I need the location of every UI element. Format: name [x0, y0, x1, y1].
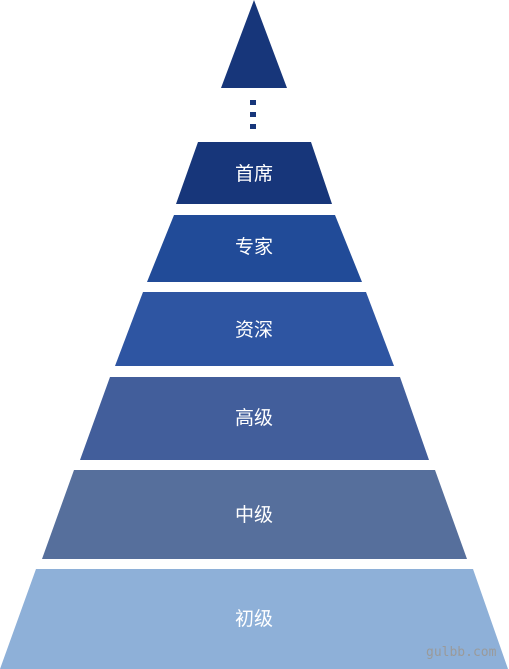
- tier-band-senior-staff: [115, 292, 394, 366]
- tier-label-expert: 专家: [235, 236, 273, 258]
- tier-band-junior: [0, 569, 508, 669]
- tier-label-chief: 首席: [235, 163, 273, 185]
- tier-band-expert: [147, 215, 362, 282]
- tier-band-chief: [176, 142, 332, 204]
- tier-label-junior: 初级: [235, 608, 273, 630]
- tier-label-intermediate: 中级: [235, 504, 273, 526]
- tier-label-senior-staff: 资深: [235, 319, 273, 341]
- tier-band-senior: [80, 377, 429, 460]
- apex-triangle: [221, 0, 287, 88]
- watermark-text: gulbb.com: [426, 645, 497, 660]
- tier-label-senior: 高级: [235, 407, 273, 429]
- tier-band-intermediate: [42, 470, 467, 559]
- ellipsis-dots: [250, 100, 256, 129]
